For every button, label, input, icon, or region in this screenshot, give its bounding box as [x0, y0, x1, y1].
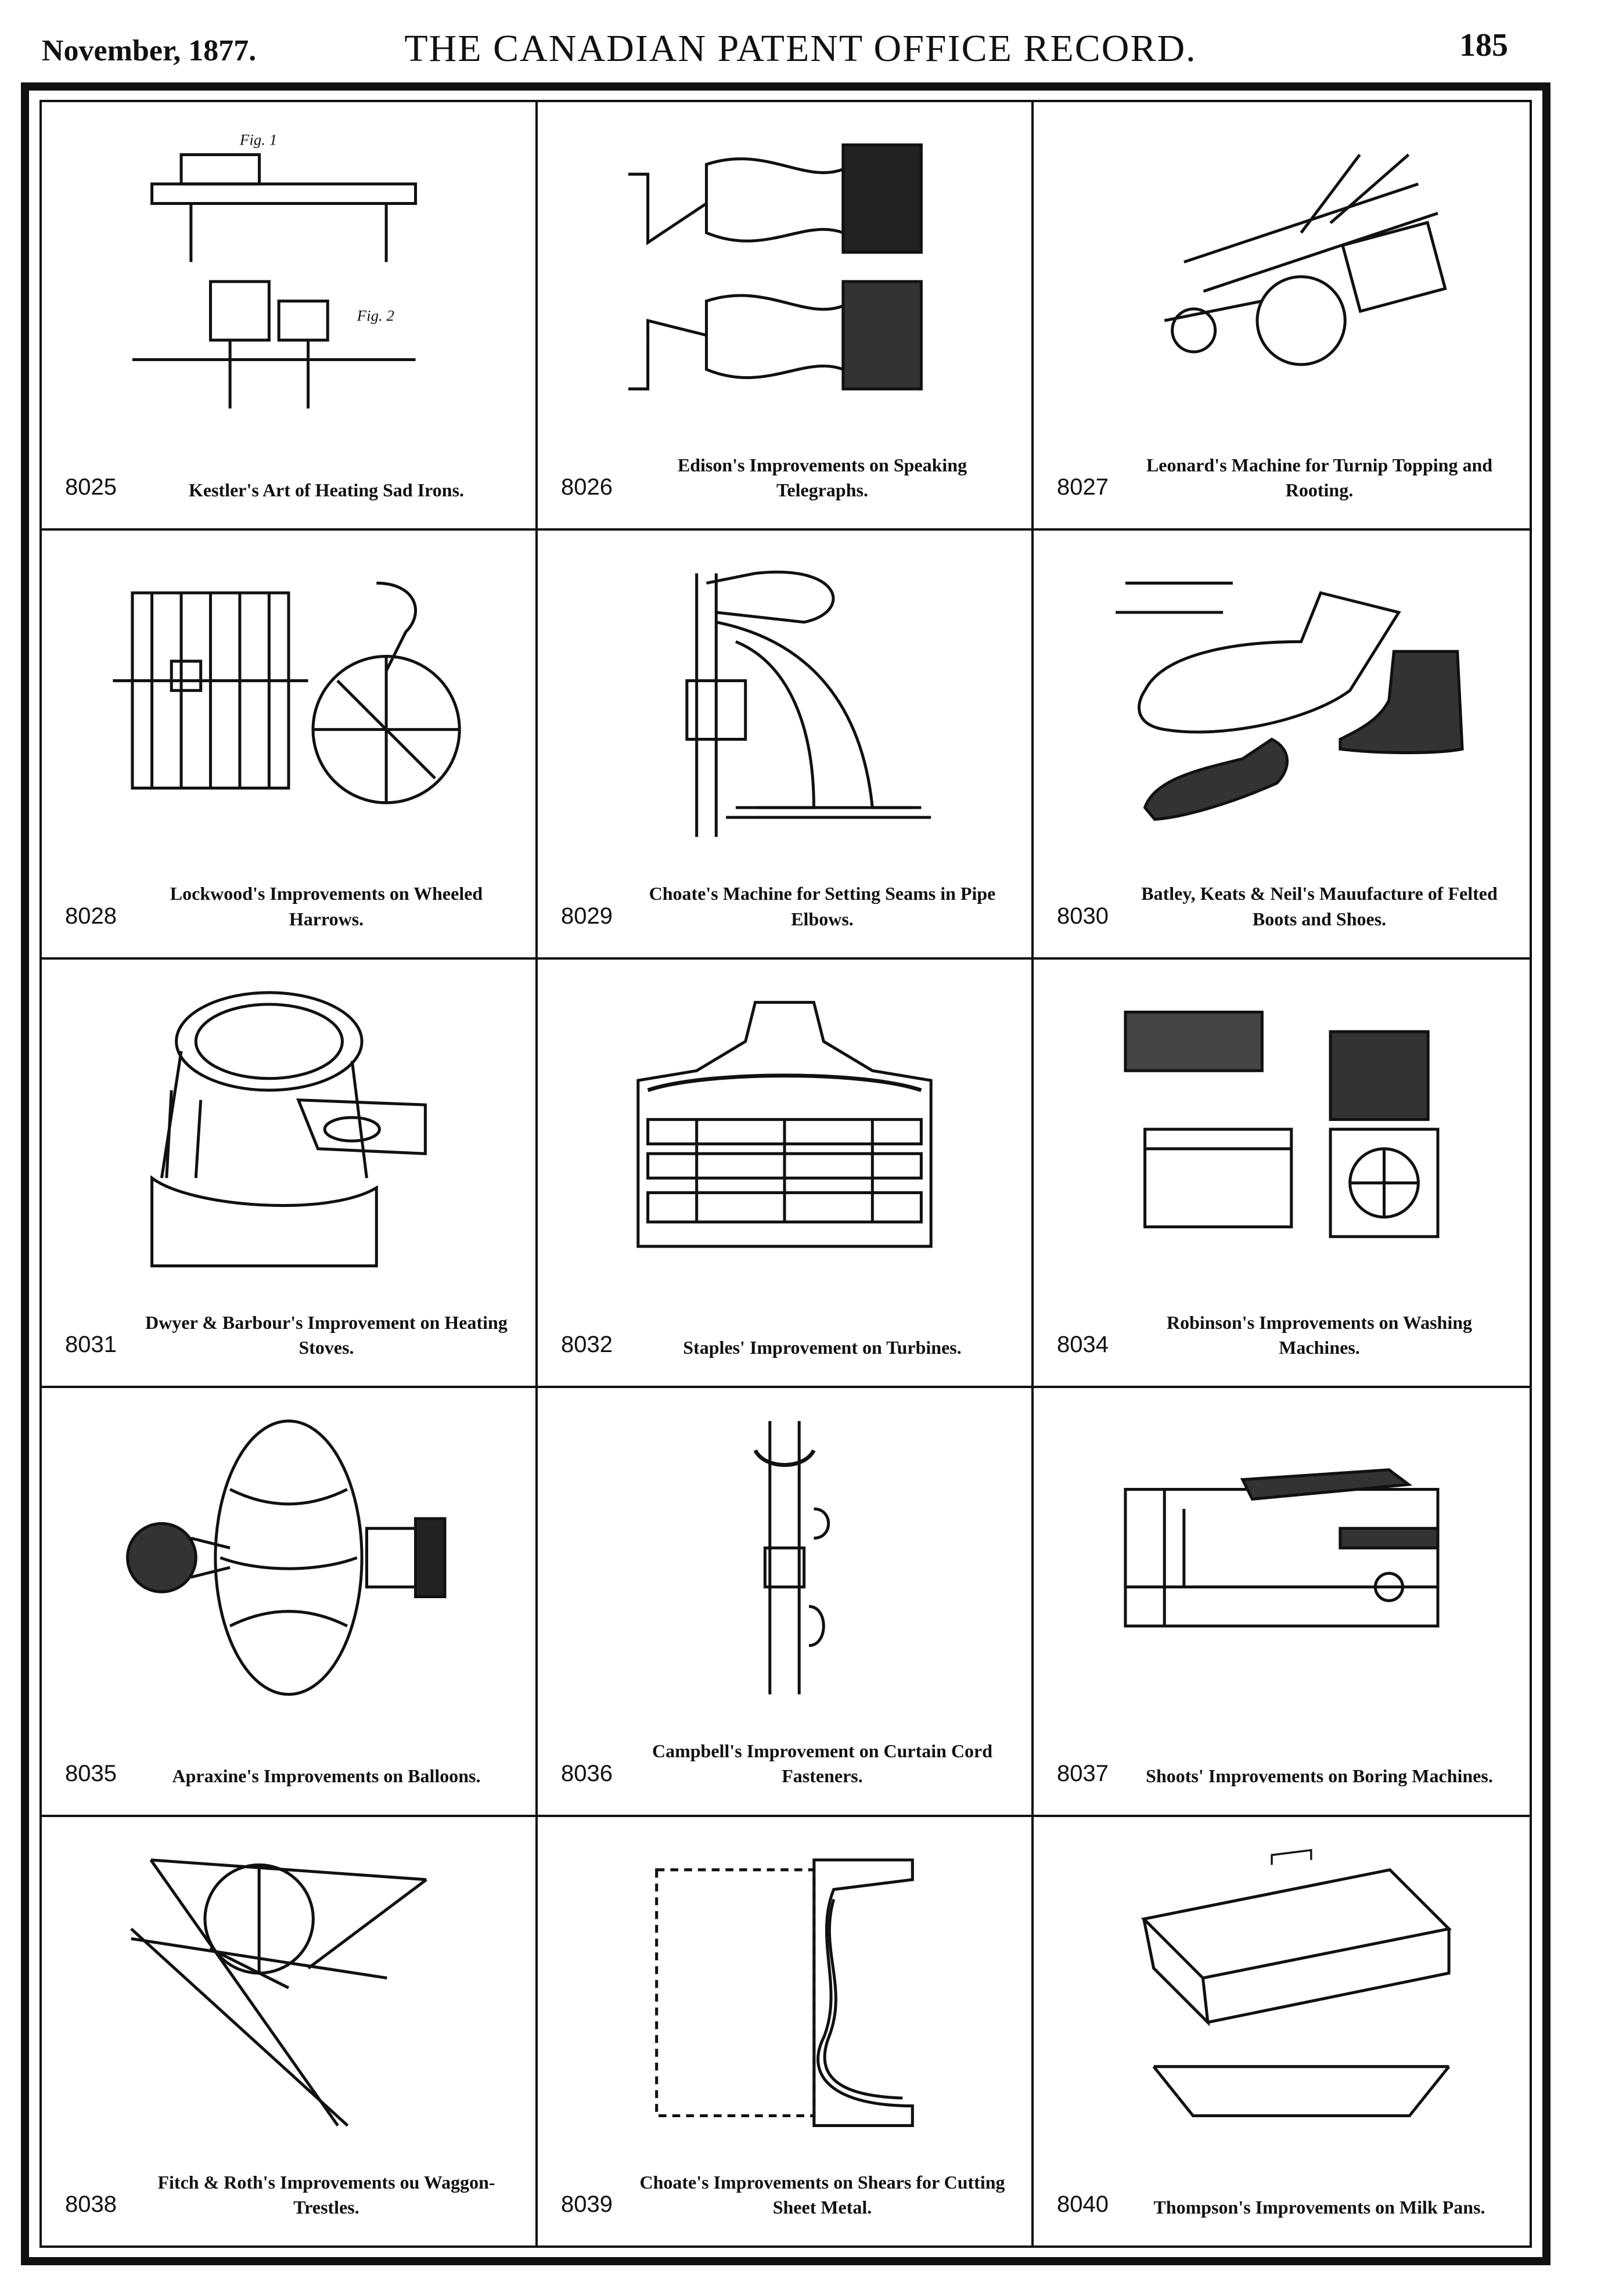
- patent-title: Lockwood's Improvements on Wheeled Harro…: [170, 883, 483, 929]
- patent-cell: 8030 Batley, Keats & Neil's Mauufacture …: [1034, 531, 1530, 960]
- patent-cell: 8031 Dwyer & Barbour's Improvement on He…: [42, 959, 538, 1389]
- patent-cell: 8040 Thompson's Improvements on Milk Pan…: [1034, 1817, 1530, 2245]
- patent-caption: 8027 Leonard's Machine for Turnip Toppin…: [1057, 432, 1506, 507]
- page-number: 185: [1459, 27, 1508, 63]
- page-frame: Fig. 1 Fig. 2 8025 Kestler's Art of Heat…: [21, 82, 1550, 2265]
- patent-title: Shoots' Improvements on Boring Machines.: [1146, 1765, 1493, 1787]
- patent-number: 8028: [65, 903, 117, 929]
- patent-drawing-metal-shears: [561, 1840, 1008, 2135]
- patent-title: Campbell's Improvement on Curtain Cord F…: [652, 1740, 993, 1787]
- figure-label-fig1: Fig. 1: [239, 131, 277, 149]
- patent-title: Choate's Improvements on Shears for Cutt…: [639, 2171, 1005, 2218]
- issue-date: November, 1877.: [42, 34, 257, 67]
- patent-caption: 8028 Lockwood's Improvements on Wheeled …: [65, 861, 512, 936]
- patent-title: Leonard's Machine for Turnip Topping and…: [1146, 455, 1493, 501]
- patent-drawing-waggon-trestle: [65, 1840, 512, 2135]
- patent-number: 8038: [65, 2192, 117, 2217]
- patent-title: Batley, Keats & Neil's Mauufacture of Fe…: [1141, 883, 1498, 929]
- patent-caption: 8031 Dwyer & Barbour's Improvement on He…: [65, 1289, 512, 1365]
- patent-caption: 8036 Campbell's Improvement on Curtain C…: [561, 1718, 1008, 1794]
- patent-number: 8026: [561, 474, 613, 500]
- patent-drawing-curtain-fastener: [561, 1411, 1008, 1704]
- patent-drawing-wheeled-harrow: [65, 554, 512, 846]
- patent-cell: 8037 Shoots' Improvements on Boring Mach…: [1034, 1388, 1530, 1817]
- patent-caption: 8035 Apraxine's Improvements on Balloons…: [65, 1718, 512, 1794]
- patent-drawing-sad-iron-heater: Fig. 1 Fig. 2: [65, 125, 512, 418]
- patent-cell: 8032 Staples' Improvement on Turbines.: [538, 959, 1034, 1389]
- patent-number: 8039: [561, 2192, 613, 2217]
- patent-number: 8040: [1057, 2192, 1109, 2217]
- patent-number: 8037: [1057, 1760, 1109, 1786]
- patent-number: 8035: [65, 1760, 117, 1786]
- patent-caption: 8038 Fitch & Roth's Improvements ou Wagg…: [65, 2149, 512, 2225]
- patent-title: Kestler's Art of Heating Sad Irons.: [188, 480, 465, 501]
- patent-title: Apraxine's Improvements on Balloons.: [172, 1765, 481, 1787]
- patent-number: 8036: [561, 1760, 613, 1786]
- patent-cell: 8029 Choate's Machine for Setting Seams …: [538, 531, 1034, 960]
- patent-cell: 8026 Edison's Improvements on Speaking T…: [538, 102, 1034, 531]
- patent-drawing-heating-stove: [65, 983, 512, 1275]
- patent-title: Fitch & Roth's Improvements ou Waggon-Tr…: [157, 2171, 495, 2218]
- patent-cell: 8036 Campbell's Improvement on Curtain C…: [538, 1388, 1034, 1817]
- patent-caption: 8037 Shoots' Improvements on Boring Mach…: [1057, 1718, 1506, 1794]
- patent-grid: Fig. 1 Fig. 2 8025 Kestler's Art of Heat…: [39, 100, 1532, 2248]
- patent-drawing-balloon: [65, 1411, 512, 1704]
- patent-caption: 8029 Choate's Machine for Setting Seams …: [561, 861, 1008, 936]
- patent-number: 8029: [561, 903, 613, 929]
- patent-title: Robinson's Improvements on Washing Machi…: [1166, 1311, 1473, 1358]
- patent-number: 8027: [1057, 474, 1109, 500]
- page-header: November, 1877. THE CANADIAN PATENT OFFI…: [0, 0, 1601, 87]
- patent-caption: 8030 Batley, Keats & Neil's Mauufacture …: [1057, 861, 1506, 936]
- patent-number: 8025: [65, 474, 117, 500]
- patent-drawing-boring-machine: [1057, 1411, 1506, 1704]
- patent-cell: 8039 Choate's Improvements on Shears for…: [538, 1816, 1034, 2245]
- patent-number: 8030: [1057, 903, 1109, 929]
- patent-title: Edison's Improvements on Speaking Telegr…: [677, 455, 967, 501]
- patent-cell: 8038 Fitch & Roth's Improvements ou Wagg…: [42, 1816, 538, 2245]
- patent-title: Thompson's Improvements on Milk Pans.: [1153, 2196, 1485, 2218]
- patent-title: Choate's Machine for Setting Seams in Pi…: [649, 883, 996, 929]
- patent-cell: Fig. 1 Fig. 2 8025 Kestler's Art of Heat…: [42, 102, 538, 531]
- patent-drawing-turbine: [561, 983, 1008, 1275]
- patent-cell: 8027 Leonard's Machine for Turnip Toppin…: [1034, 102, 1530, 531]
- patent-caption: 8034 Robinson's Improvements on Washing …: [1057, 1289, 1506, 1365]
- patent-drawing-speaking-telegraph: [561, 125, 1008, 418]
- patent-number: 8031: [65, 1332, 117, 1358]
- patent-caption: 8025 Kestler's Art of Heating Sad Irons.: [65, 432, 512, 507]
- patent-cell: 8035 Apraxine's Improvements on Balloons…: [42, 1388, 538, 1817]
- publication-title: THE CANADIAN PATENT OFFICE RECORD.: [404, 27, 1197, 70]
- patent-caption: 8032 Staples' Improvement on Turbines.: [561, 1289, 1008, 1365]
- patent-cell: 8028 Lockwood's Improvements on Wheeled …: [42, 531, 538, 960]
- patent-drawing-felted-boots: [1057, 554, 1506, 846]
- patent-drawing-seam-setter: [561, 554, 1008, 846]
- figure-label-fig2: Fig. 2: [357, 307, 394, 324]
- patent-cell: 8034 Robinson's Improvements on Washing …: [1034, 960, 1530, 1389]
- patent-caption: 8026 Edison's Improvements on Speaking T…: [561, 432, 1008, 507]
- patent-drawing-turnip-machine: [1057, 125, 1506, 418]
- patent-title: Dwyer & Barbour's Improvement on Heating…: [145, 1311, 508, 1358]
- patent-title: Staples' Improvement on Turbines.: [683, 1337, 962, 1358]
- patent-number: 8034: [1057, 1332, 1109, 1358]
- patent-caption: 8039 Choate's Improvements on Shears for…: [561, 2149, 1008, 2225]
- patent-number: 8032: [561, 1332, 613, 1358]
- patent-caption: 8040 Thompson's Improvements on Milk Pan…: [1057, 2149, 1506, 2225]
- patent-drawing-milk-pan: [1057, 1840, 1506, 2135]
- patent-drawing-washing-machine: [1057, 983, 1506, 1275]
